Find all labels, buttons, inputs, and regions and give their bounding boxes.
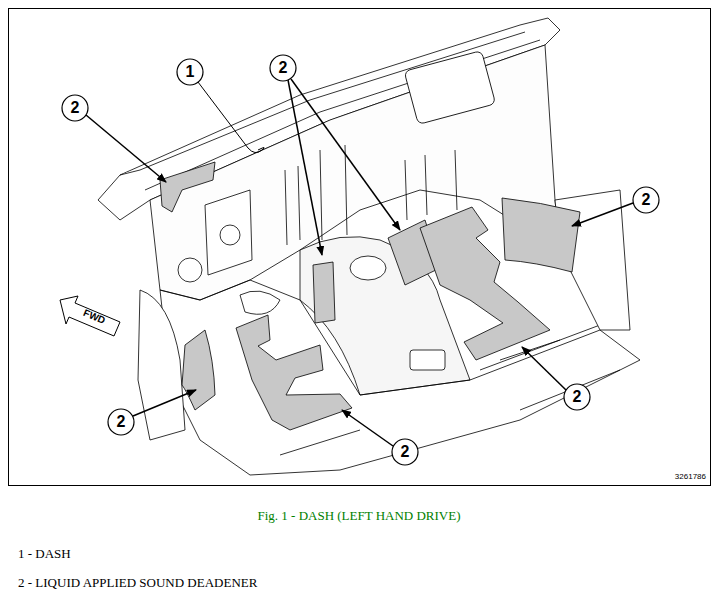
callout-circle [62,55,659,465]
callout-number: 2 [401,443,410,461]
sound-deadener-patch [160,162,580,430]
legend-line: 1 - DASH [18,547,71,561]
callout-number: 2 [71,99,80,117]
callout-number: 1 [186,63,195,81]
dash-structure [98,18,640,475]
figure-frame [9,9,711,486]
callout-number: 2 [642,191,651,209]
figure-number: 3261786 [675,473,706,482]
callout-number: 2 [573,388,582,406]
forward-arrow [60,296,120,336]
leader-line [86,79,633,446]
legend-line: 2 - LIQUID APPLIED SOUND DEADENER [18,576,257,590]
callout-number: 2 [117,413,126,431]
callout-number: 2 [279,59,288,77]
figure-caption: Fig. 1 - DASH (LEFT HAND DRIVE) [257,509,460,523]
